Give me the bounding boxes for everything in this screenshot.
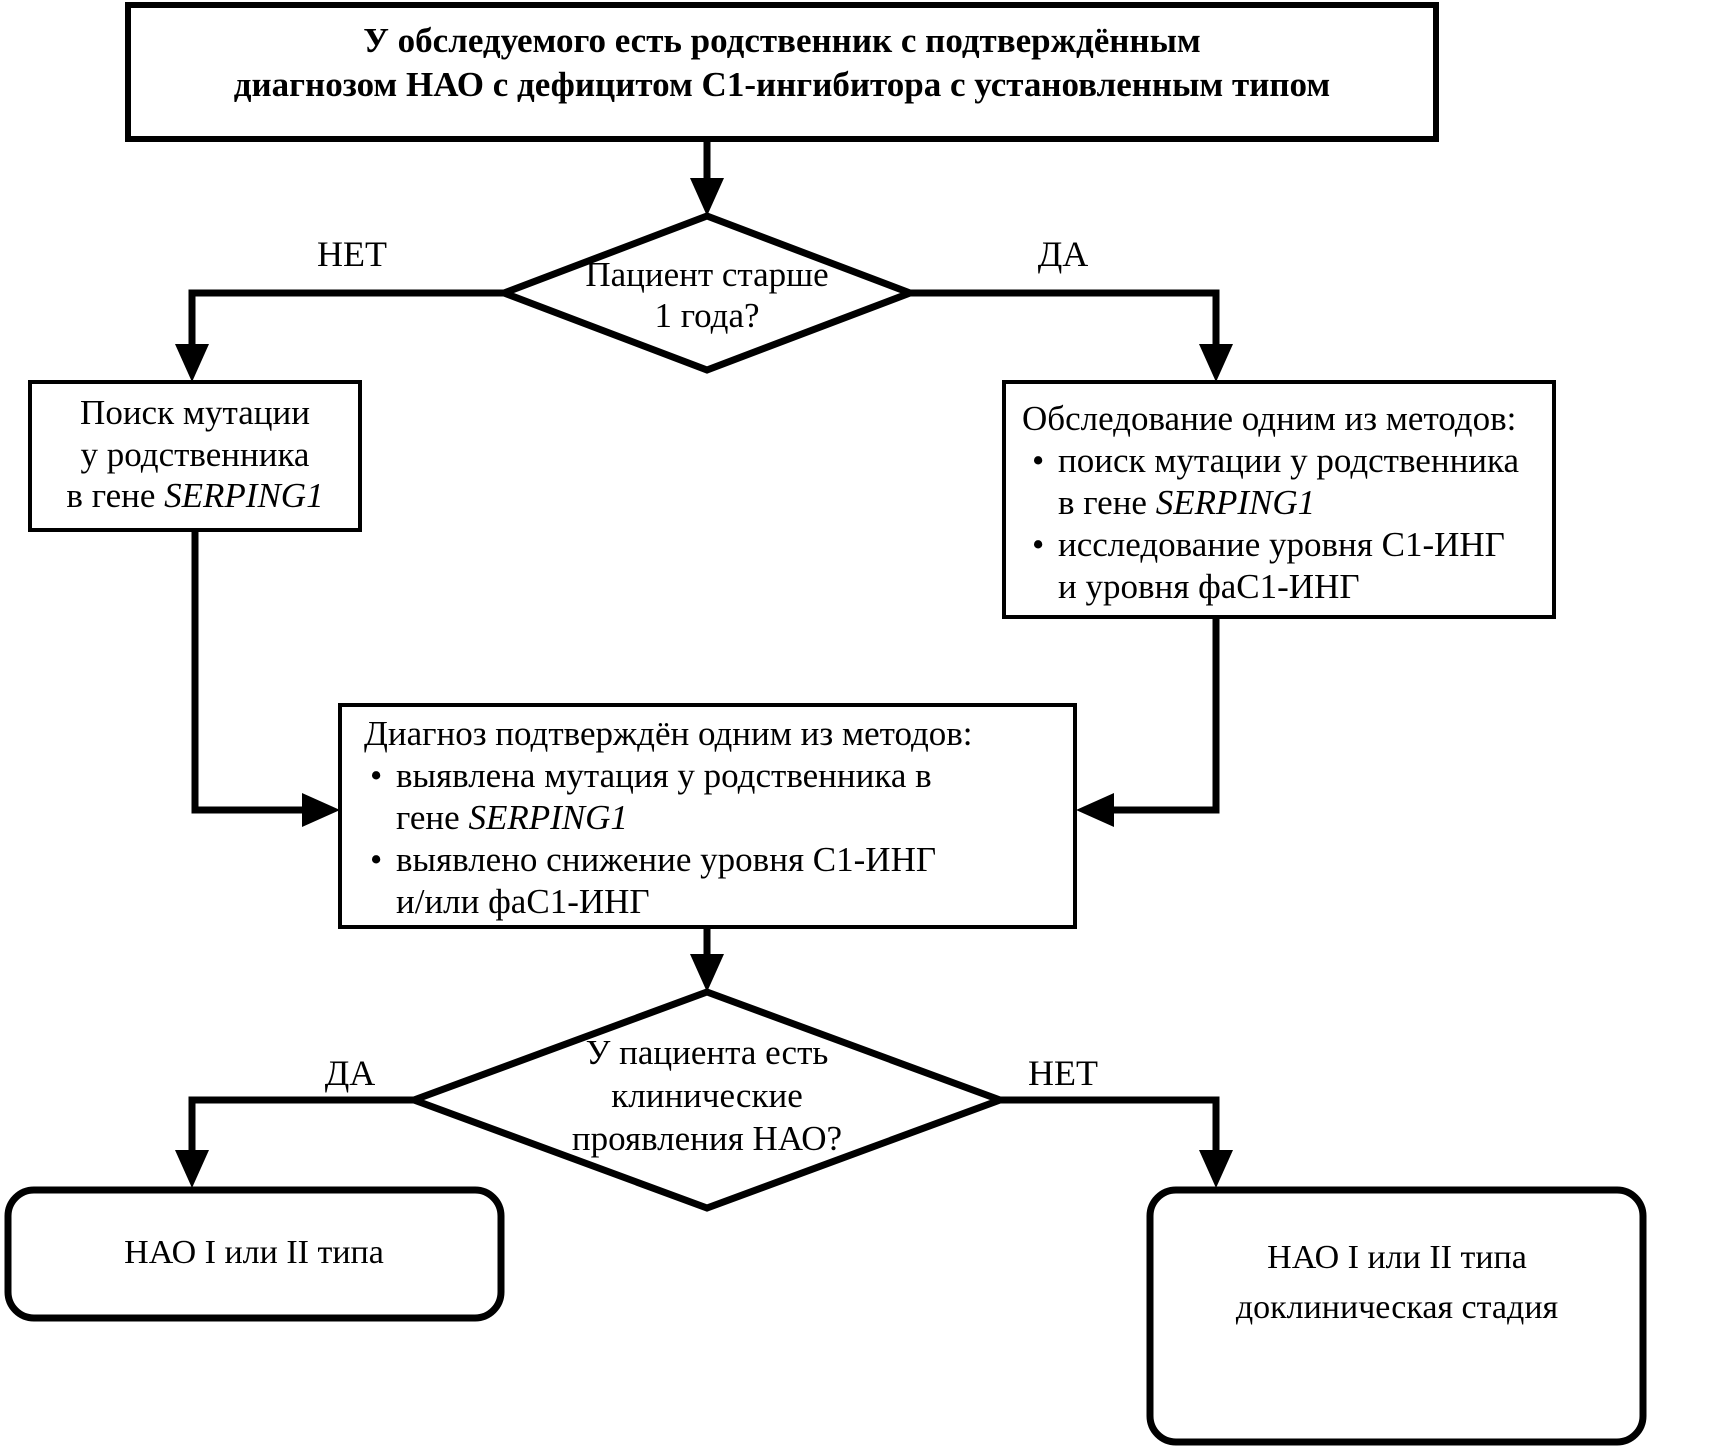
- decision2-branch-right-label: НЕТ: [1028, 1053, 1098, 1093]
- connector-right-box-to-middle-box: [1076, 617, 1220, 827]
- decision1-branch-right-label: ДА: [1038, 234, 1089, 274]
- middle-box-bullet-1-glyph: •: [370, 756, 382, 795]
- decision-patient-older-than-one: Пациент старше 1 года?: [494, 212, 920, 374]
- right-box-bullet-1-line2: в гене SERPING1: [1058, 483, 1315, 522]
- right-box-bullet-2-line1: исследование уровня C1-ИНГ: [1058, 525, 1505, 564]
- left-box-line3: в гене SERPING1: [66, 476, 323, 515]
- middle-box-bullet-2-line1: выявлено снижение уровня C1-ИНГ: [396, 840, 936, 879]
- right-box-bullet-2-line2: и уровня фаC1-ИНГ: [1058, 567, 1360, 606]
- connector-decision1-yes-to-right-box: [910, 289, 1233, 382]
- terminal-left-line1: НАО I или II типа: [124, 1234, 384, 1271]
- left-box-line2: у родственника: [81, 435, 310, 474]
- title-box: У обследуемого есть родственник с подтве…: [125, 2, 1439, 142]
- left-box-line3-prefix: в гене: [66, 476, 164, 515]
- left-box-gene-name: SERPING1: [164, 476, 323, 515]
- right-box-bullet-1-line2-prefix: в гене: [1058, 483, 1156, 522]
- terminal-right-line1: НАО I или II типа: [1267, 1239, 1527, 1276]
- connector-middle-box-to-decision2: [690, 927, 724, 992]
- middle-box-bullet-1-line1: выявлена мутация у родственника в: [396, 756, 932, 795]
- left-box-line1: Поиск мутации: [80, 393, 310, 432]
- middle-box-bullet-1-line2-prefix: гене: [396, 798, 468, 837]
- terminal-right-hae-preclinical: НАО I или II типа доклиническая стадия: [1146, 1186, 1647, 1446]
- title-box-line2: диагнозом НАО с дефицитом C1-ингибитора …: [234, 65, 1330, 104]
- left-box-relative-mutation-search: Поиск мутации у родственника в гене SERP…: [28, 380, 362, 532]
- connector-left-box-to-middle-box: [191, 530, 340, 827]
- connector-decision2-no-to-terminal-right: [1000, 1096, 1233, 1188]
- decision1-line1: Пациент старше: [585, 255, 828, 294]
- decision2-line2: клинические: [611, 1076, 802, 1115]
- decision1-line2: 1 года?: [654, 296, 759, 335]
- title-box-line1: У обследуемого есть родственник с подтве…: [363, 21, 1201, 60]
- right-box-bullet-1-line1: поиск мутации у родственника: [1058, 441, 1519, 480]
- decision1-branch-left-label: НЕТ: [317, 234, 387, 274]
- middle-box-bullet-1-line2: гене SERPING1: [396, 798, 628, 837]
- terminal-left-hae-type-1-or-2: НАО I или II типа: [4, 1186, 505, 1322]
- right-box-bullet-2-glyph: •: [1032, 525, 1044, 564]
- middle-box-bullet-2-line2: и/или фаC1-ИНГ: [396, 882, 650, 921]
- right-box-examination-methods: Обследование одним из методов: • поиск м…: [1002, 380, 1556, 619]
- middle-box-diagnosis-confirmed: Диагноз подтверждён одним из методов: • …: [338, 703, 1077, 929]
- decision2-line1: У пациента есть: [586, 1033, 829, 1072]
- middle-box-bullet-2-glyph: •: [370, 840, 382, 879]
- middle-box-gene-name: SERPING1: [468, 798, 627, 837]
- connector-decision1-no-to-left-box: [175, 289, 504, 382]
- decision-clinical-manifestations: У пациента есть клинические проявления Н…: [403, 988, 1011, 1212]
- connector-title-to-decision1: [690, 139, 724, 216]
- decision2-line3: проявления НАО?: [572, 1119, 842, 1158]
- right-box-gene-name: SERPING1: [1156, 483, 1315, 522]
- right-box-bullet-1-glyph: •: [1032, 441, 1044, 480]
- middle-box-heading: Диагноз подтверждён одним из методов:: [364, 714, 973, 753]
- terminal-right-line2: доклиническая стадия: [1236, 1289, 1559, 1326]
- decision2-branch-left-label: ДА: [325, 1053, 376, 1093]
- connector-decision2-yes-to-terminal-left: [175, 1096, 414, 1188]
- right-box-heading: Обследование одним из методов:: [1022, 399, 1516, 438]
